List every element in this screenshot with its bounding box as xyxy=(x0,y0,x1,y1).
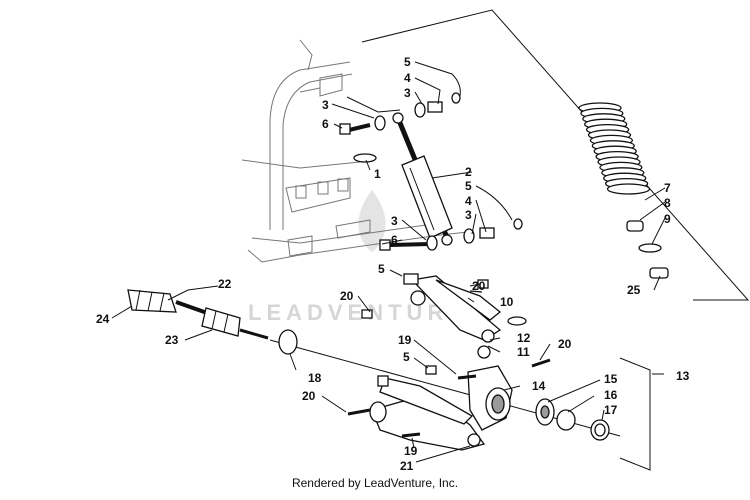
label-20c: 20 xyxy=(558,337,572,351)
label-7: 7 xyxy=(664,181,671,195)
label-5d: 5 xyxy=(403,350,410,364)
lower-a-arm xyxy=(347,279,551,451)
callout-labels: 5 4 3 3 6 1 2 5 4 3 3 6 7 8 9 25 22 5 20… xyxy=(96,55,690,473)
label-16: 16 xyxy=(604,388,618,402)
lower-hardware xyxy=(379,218,523,251)
label-23: 23 xyxy=(165,333,179,347)
label-20b: 20 xyxy=(472,279,486,293)
label-5b: 5 xyxy=(465,179,472,193)
label-4b: 4 xyxy=(465,194,472,208)
label-2: 2 xyxy=(465,165,472,179)
upper-hardware xyxy=(339,92,461,163)
label-1: 1 xyxy=(374,167,381,181)
label-25: 25 xyxy=(627,283,641,297)
coil-spring xyxy=(578,102,651,195)
label-17: 17 xyxy=(604,403,618,417)
label-15: 15 xyxy=(604,372,618,386)
cv-axle xyxy=(127,289,621,437)
spring-coil xyxy=(606,183,651,195)
label-5c: 5 xyxy=(378,262,385,276)
label-9: 9 xyxy=(664,212,671,226)
spring-hardware xyxy=(626,220,669,279)
bracket-13 xyxy=(619,357,651,471)
steering-knuckle xyxy=(467,345,513,431)
label-14: 14 xyxy=(532,379,546,393)
label-20a: 20 xyxy=(340,289,354,303)
watermark-text: LEADVENTURE xyxy=(248,300,468,325)
label-13: 13 xyxy=(676,369,690,383)
label-3c: 3 xyxy=(465,208,472,222)
label-10: 10 xyxy=(500,295,514,309)
hub-hardware xyxy=(535,398,610,441)
label-4a: 4 xyxy=(404,71,411,85)
label-12: 12 xyxy=(517,331,531,345)
label-5a: 5 xyxy=(404,55,411,69)
label-3b: 3 xyxy=(322,98,329,112)
leader-lines xyxy=(111,61,666,463)
label-21: 21 xyxy=(400,459,414,473)
vehicle-frame xyxy=(241,39,469,263)
label-3d: 3 xyxy=(391,214,398,228)
watermark: LEADVENTURE xyxy=(248,190,468,325)
label-22: 22 xyxy=(218,277,232,291)
label-3a: 3 xyxy=(404,86,411,100)
footer-credit: Rendered by LeadVenture, Inc. xyxy=(291,476,459,490)
label-19a: 19 xyxy=(398,333,412,347)
label-20d: 20 xyxy=(302,389,316,403)
label-6b: 6 xyxy=(391,233,398,247)
label-8: 8 xyxy=(664,196,671,210)
label-18: 18 xyxy=(308,371,322,385)
upper-a-arm xyxy=(403,273,527,343)
label-19b: 19 xyxy=(404,444,418,458)
shock-group-box xyxy=(361,9,750,301)
label-11: 11 xyxy=(517,345,530,359)
label-24: 24 xyxy=(96,312,110,326)
label-6a: 6 xyxy=(322,117,329,131)
shock-absorber xyxy=(392,112,453,246)
seal xyxy=(278,329,298,355)
